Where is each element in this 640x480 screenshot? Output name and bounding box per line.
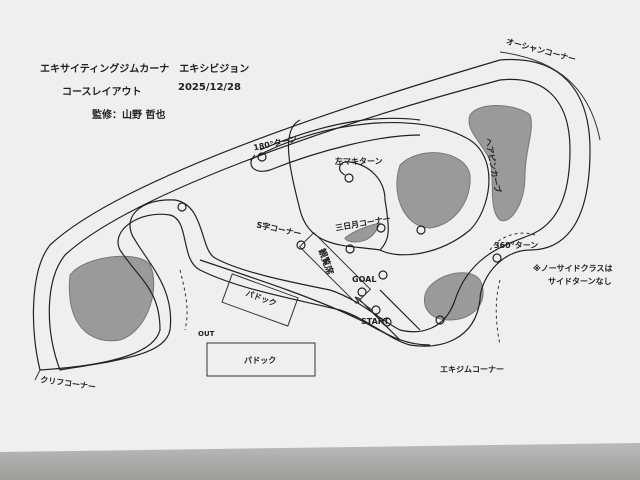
label-paddock-2: パドック	[244, 356, 277, 365]
label-start: START	[361, 317, 390, 326]
cone-start-1	[371, 305, 381, 315]
label-360-turn: 360°ターン	[494, 241, 539, 250]
cone	[177, 202, 187, 212]
cone	[416, 225, 426, 235]
island-left	[68, 255, 155, 342]
island-right-bottom	[423, 272, 484, 321]
dashed-360-path	[489, 232, 536, 346]
label-out: OUT	[198, 330, 215, 338]
header-supervisor: 監修：山野 哲也	[92, 110, 166, 121]
cone-goal-1	[357, 287, 367, 297]
ocean-corner-line	[499, 51, 601, 141]
cone	[376, 223, 386, 233]
paddock-lane	[199, 259, 431, 346]
cone-start-2	[382, 317, 392, 327]
dashed-out-path	[179, 269, 188, 331]
cone	[296, 240, 306, 250]
header-date: 2025/12/28	[178, 82, 241, 93]
exit-arrow	[354, 296, 373, 311]
cone-goal-2	[378, 270, 388, 280]
stands-box	[298, 231, 372, 305]
paper-sheet	[0, 0, 640, 452]
header-subtitle: コースレイアウト	[62, 87, 142, 98]
header-title: エキサイティングジムカーナ エキシビジョン	[40, 64, 250, 75]
cone	[435, 315, 445, 325]
start-lane	[359, 289, 421, 341]
leader-line	[34, 369, 41, 381]
note-line-1: ※ノーサイドクラスは	[533, 264, 613, 273]
label-goal: GOAL	[352, 275, 377, 284]
cone	[492, 253, 502, 263]
cone	[345, 244, 355, 254]
island-center	[396, 152, 471, 229]
left-maki-loop	[338, 161, 389, 251]
track-inner-loop	[249, 119, 490, 256]
label-exijim-corner: エキジムコーナー	[440, 365, 504, 374]
track-outer	[32, 58, 591, 371]
paddock-box-1	[221, 273, 299, 327]
cone	[344, 173, 354, 183]
label-left-maki-turn: 左マキターン	[335, 157, 383, 166]
turn-180-loop	[250, 117, 421, 172]
cone	[257, 152, 267, 162]
paddock-box-2	[206, 342, 316, 377]
island-right-top	[468, 105, 532, 222]
track-inner	[48, 78, 571, 371]
island-crescent	[344, 222, 381, 243]
note-line-2: サイドターンなし	[548, 277, 612, 286]
